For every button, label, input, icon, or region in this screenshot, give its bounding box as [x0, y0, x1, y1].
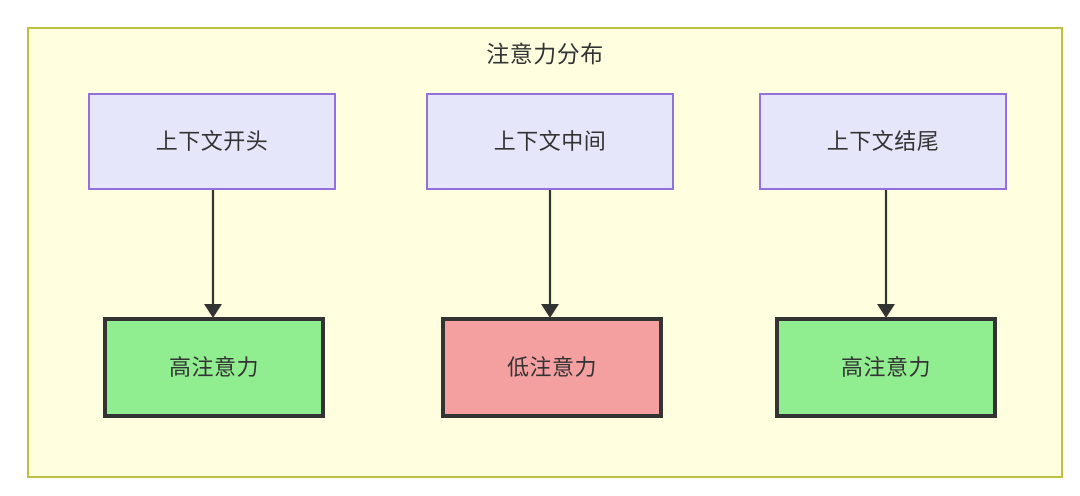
node-label: 高注意力: [168, 354, 259, 380]
node-context-middle[interactable]: 上下文中间: [426, 93, 674, 190]
node-label: 低注意力: [506, 354, 597, 380]
node-context-start[interactable]: 上下文开头: [88, 93, 336, 190]
node-label: 上下文开头: [155, 128, 269, 154]
node-label: 高注意力: [840, 354, 931, 380]
node-attention-high-start[interactable]: 高注意力: [103, 317, 325, 418]
node-label: 上下文结尾: [826, 128, 940, 154]
node-attention-low-middle[interactable]: 低注意力: [441, 317, 663, 418]
node-attention-high-end[interactable]: 高注意力: [775, 317, 997, 418]
node-label: 上下文中间: [493, 128, 607, 154]
subgraph-title: 注意力分布: [486, 41, 604, 67]
node-context-end[interactable]: 上下文结尾: [759, 93, 1007, 190]
